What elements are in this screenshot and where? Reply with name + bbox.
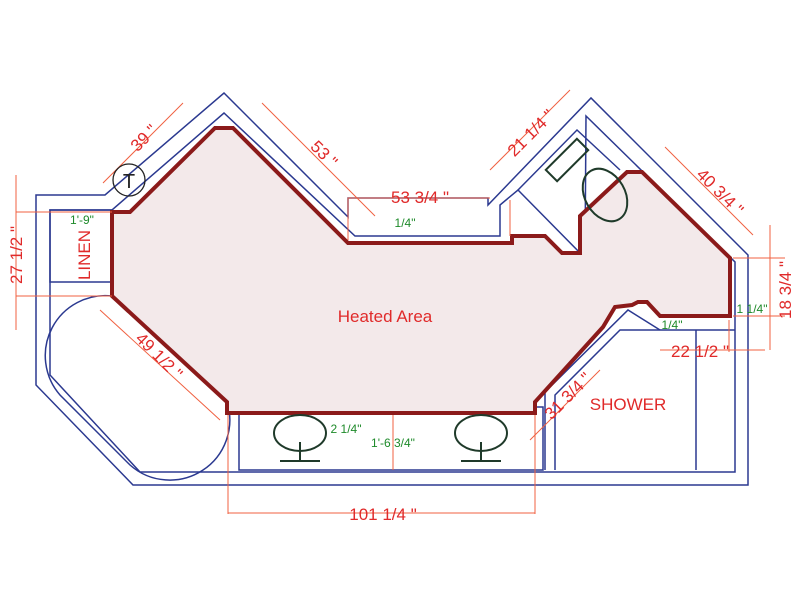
dim-40-3-4: 40 3/4 " xyxy=(693,165,747,219)
heated-area-label: Heated Area xyxy=(338,307,433,326)
sink-right-icon xyxy=(454,414,508,462)
shower-wall-outer xyxy=(544,309,661,470)
dim-2-1-4: 2 1/4" xyxy=(331,422,362,436)
dim-53-3-4: 53 3/4 " xyxy=(391,188,449,207)
dim-1-4-right: 1/4" xyxy=(662,318,683,332)
dim-1-4-top: 1/4" xyxy=(395,216,416,230)
dim-1-9: 1'-9" xyxy=(70,213,94,227)
outer-wall xyxy=(35,91,749,486)
shower-wall xyxy=(554,329,735,470)
dim-53: 53 " xyxy=(307,137,341,171)
dimension-lines xyxy=(15,89,785,514)
sink-left-icon xyxy=(273,414,327,462)
toilet-icon xyxy=(544,137,629,223)
toilet-alcove-wall xyxy=(517,128,621,191)
dim-1-6-3-4: 1'-6 3/4" xyxy=(371,436,415,450)
dim-27-1-2: 27 1/2 " xyxy=(7,226,26,284)
dim-101-1-4: 101 1/4 " xyxy=(349,505,416,524)
linen-label: LINEN xyxy=(75,230,94,280)
shower-label: SHOWER xyxy=(590,395,667,414)
dim-22-1-2: 22 1/2 " xyxy=(671,342,729,361)
dim-1-1-4: 1 1/4" xyxy=(737,302,768,316)
thermostat-icon: T xyxy=(112,163,146,197)
dim-39: 39 " xyxy=(127,121,161,155)
thermostat-symbol: T xyxy=(123,171,135,193)
inner-wall xyxy=(49,111,736,473)
dim-21-1-4: 21 1/4 " xyxy=(504,106,558,160)
bathtub xyxy=(44,294,231,481)
heated-area xyxy=(110,126,732,415)
dim-18-3-4: 18 3/4 " xyxy=(776,261,795,319)
